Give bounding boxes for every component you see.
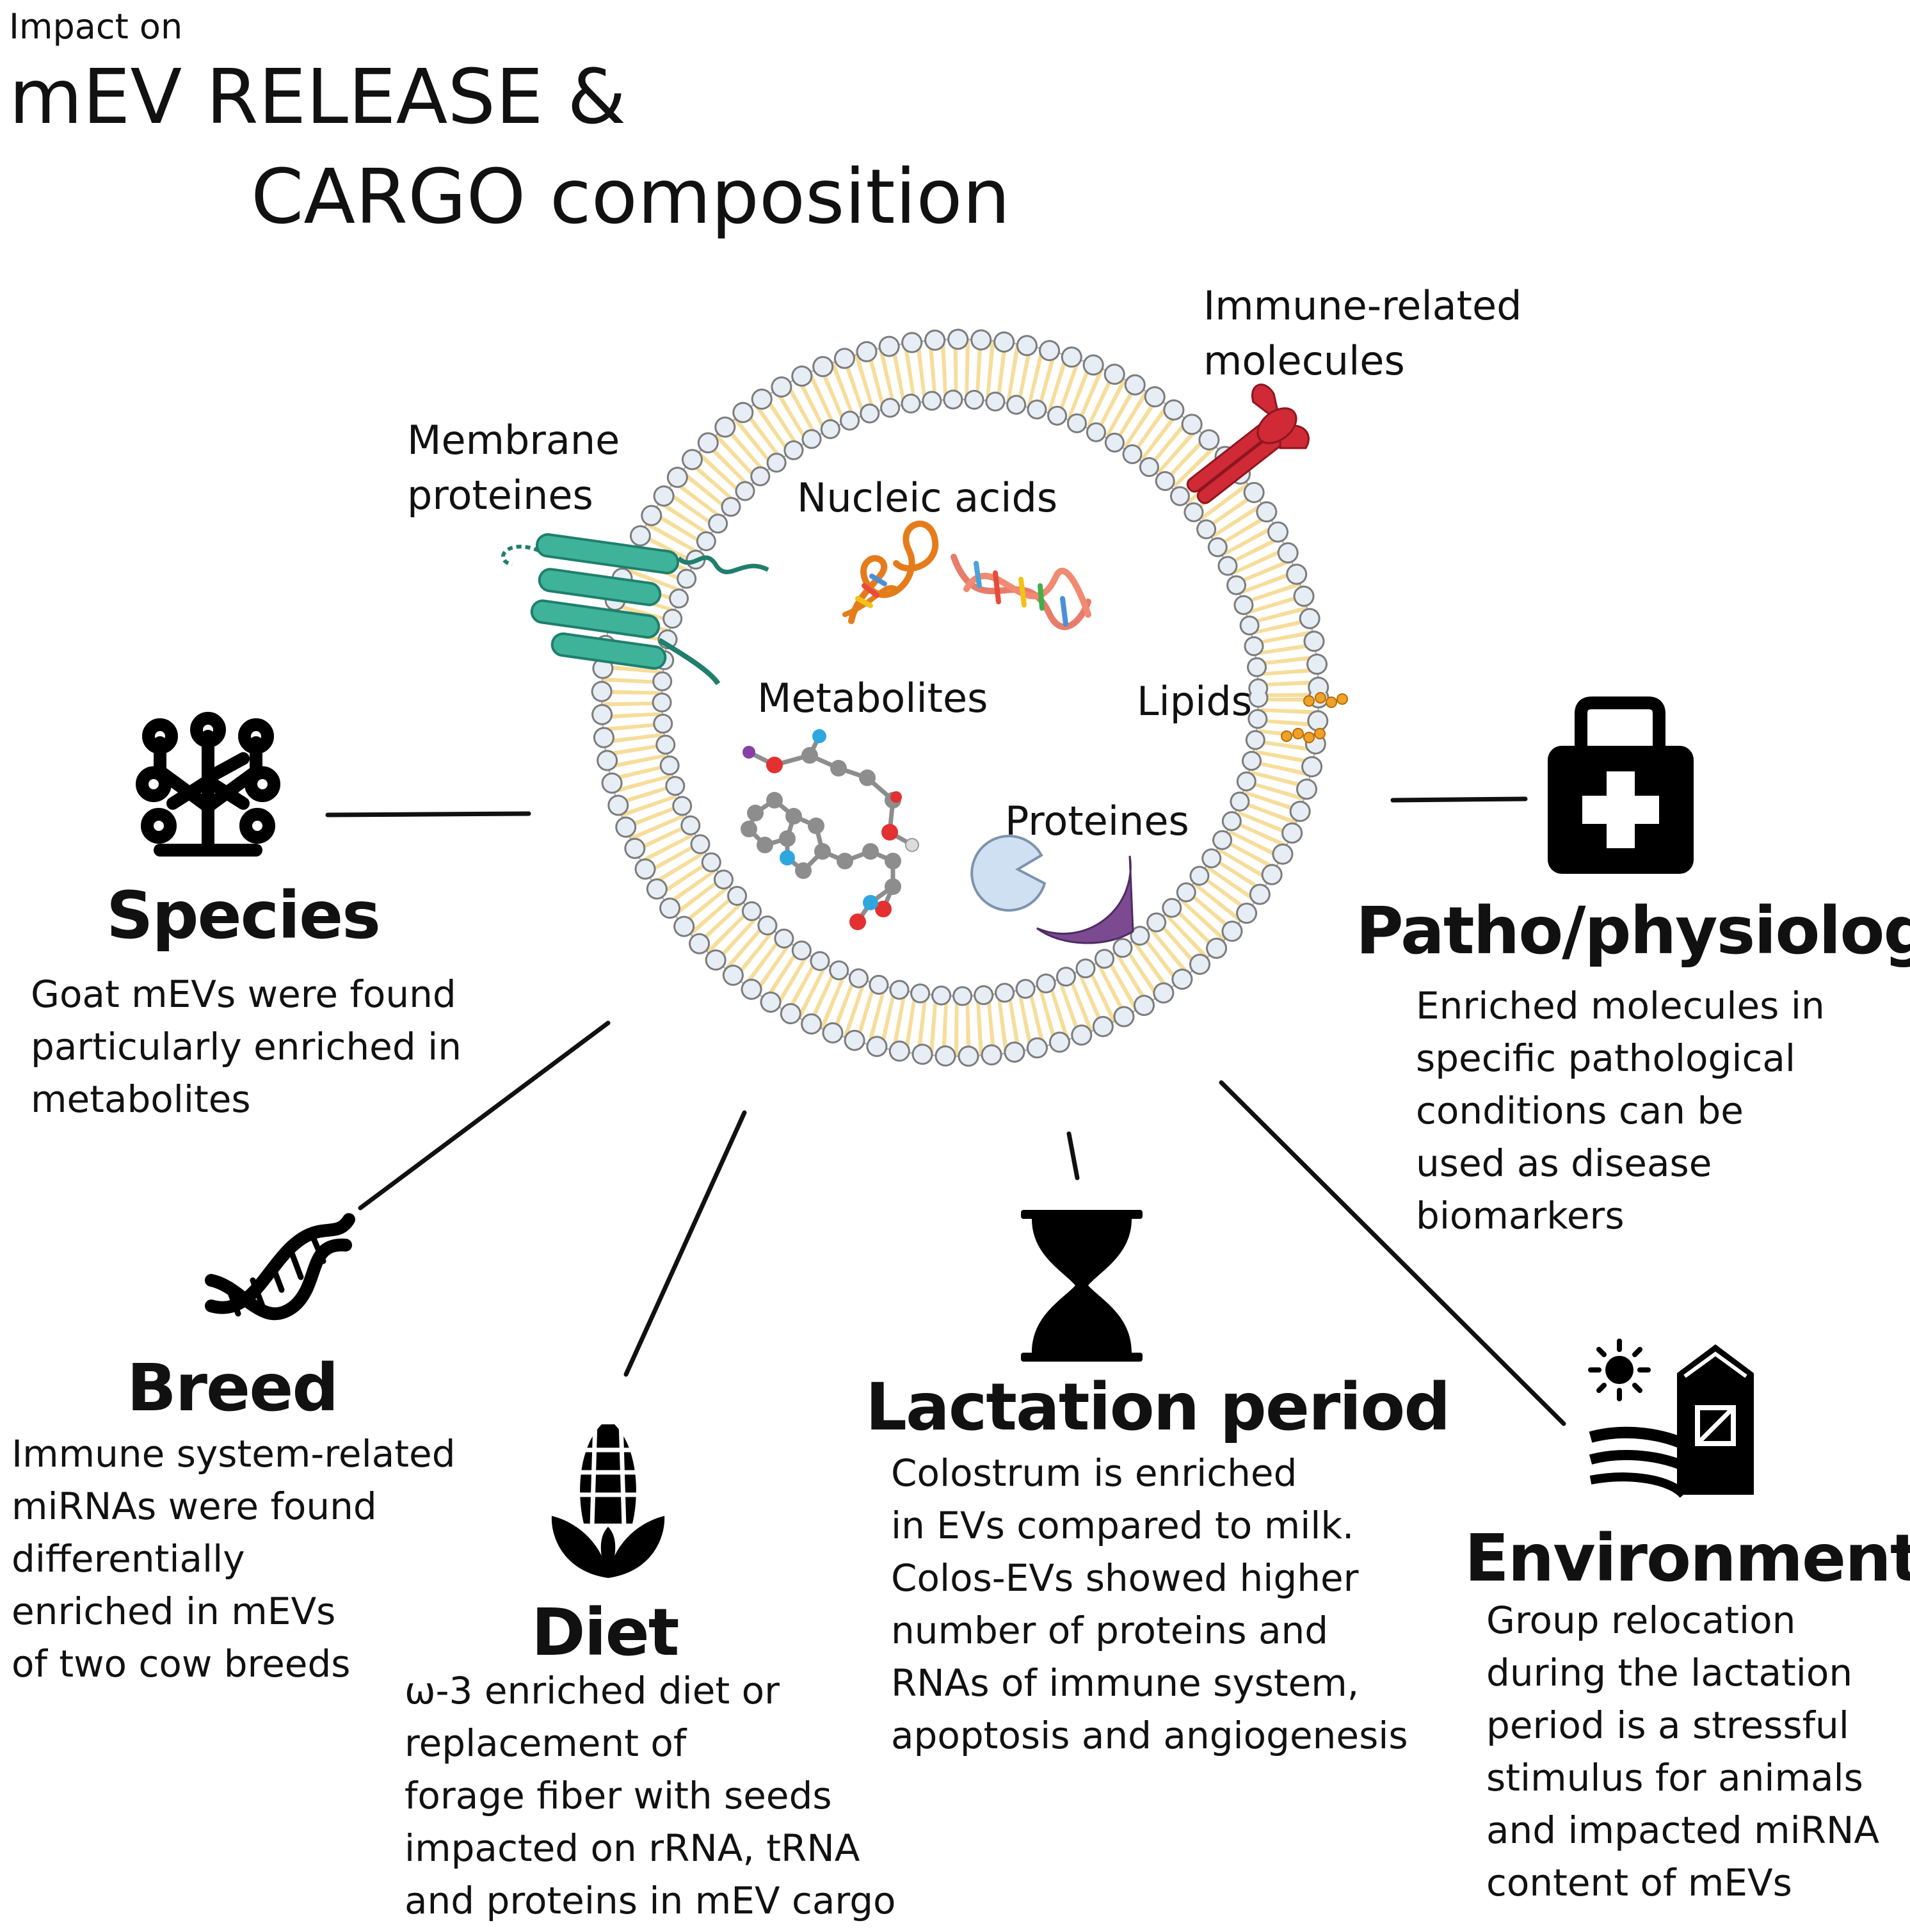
lactation-line: Colos-EVs showed higher bbox=[891, 1556, 1359, 1600]
protein-icons bbox=[970, 835, 1134, 944]
environment-description: Group relocation during the lactation pe… bbox=[1486, 1594, 1879, 1909]
lactation-line: number of proteins and bbox=[891, 1609, 1329, 1652]
patho-line: Enriched molecules in bbox=[1416, 984, 1825, 1027]
label-nucleic-acids: Nucleic acids bbox=[797, 474, 1058, 521]
breed-line: of two cow breeds bbox=[12, 1642, 351, 1686]
breed-line: differentially bbox=[12, 1537, 245, 1581]
environment-line: stimulus for animals bbox=[1486, 1756, 1863, 1799]
connector-patho bbox=[1390, 796, 1528, 803]
lipid-tails bbox=[602, 340, 1318, 1056]
connector-breed bbox=[358, 1020, 611, 1211]
connector-diet bbox=[623, 1110, 747, 1377]
dna-icon bbox=[205, 1213, 355, 1321]
diet-description: ω-3 enriched diet or replacement of fora… bbox=[405, 1664, 896, 1927]
connector-lactation bbox=[1066, 1131, 1080, 1180]
patho-title: Patho/physiology bbox=[1356, 893, 1910, 969]
connector-environment bbox=[1219, 1080, 1566, 1426]
species-line: metabolites bbox=[31, 1077, 251, 1121]
label-immune-line-1: Immune-related bbox=[1203, 282, 1522, 329]
label-proteines: Proteines bbox=[1005, 798, 1189, 844]
species-title: Species bbox=[106, 878, 381, 954]
environment-title: Environment bbox=[1465, 1520, 1910, 1597]
species-line: Goat mEVs were found bbox=[31, 972, 456, 1016]
diet-line: forage fiber with seeds bbox=[405, 1774, 832, 1817]
species-line: particularly enriched in bbox=[31, 1025, 461, 1068]
membrane-protein-icon bbox=[501, 533, 769, 686]
species-description: Goat mEVs were found particularly enrich… bbox=[31, 968, 461, 1125]
environment-line: during the lactation bbox=[1486, 1651, 1853, 1695]
environment-line: content of mEVs bbox=[1486, 1861, 1792, 1904]
hourglass-icon bbox=[1021, 1210, 1143, 1362]
breed-line: enriched in mEVs bbox=[12, 1590, 336, 1633]
patho-description: Enriched molecules in specific pathologi… bbox=[1416, 979, 1825, 1242]
patho-line: conditions can be bbox=[1416, 1089, 1744, 1132]
nucleic-acid-icons bbox=[842, 520, 1091, 631]
inner-heads bbox=[654, 391, 1267, 1004]
environment-line: period is a stressful bbox=[1486, 1703, 1849, 1747]
diet-line: replacement of bbox=[405, 1721, 687, 1765]
lactation-line: apoptosis and angiogenesis bbox=[891, 1714, 1408, 1757]
label-membrane-proteines: Membrane proteines bbox=[407, 413, 620, 523]
subtitle-impact-on: Impact on bbox=[9, 6, 183, 47]
title-line-1: mEV RELEASE & bbox=[9, 52, 627, 141]
vesicle bbox=[591, 328, 1329, 1067]
breed-line: Immune system-related bbox=[12, 1432, 456, 1476]
diet-line: ω-3 enriched diet or bbox=[405, 1669, 780, 1712]
environment-line: and impacted miRNA bbox=[1486, 1808, 1880, 1852]
title-line-2: CARGO composition bbox=[251, 152, 1011, 241]
patho-line: specific pathological bbox=[1416, 1036, 1795, 1080]
breed-title: Breed bbox=[127, 1350, 339, 1426]
connector-species bbox=[325, 811, 531, 817]
corn-icon bbox=[551, 1421, 665, 1578]
label-immune-related: Immune-related molecules bbox=[1203, 278, 1521, 389]
diet-line: impacted on rRNA, tRNA bbox=[405, 1826, 860, 1870]
immune-receptor-icon bbox=[1186, 383, 1310, 504]
lactation-line: in EVs compared to milk. bbox=[891, 1504, 1354, 1547]
lactation-line: RNAs of immune system, bbox=[891, 1661, 1360, 1705]
lactation-description: Colostrum is enriched in EVs compared to… bbox=[891, 1447, 1408, 1762]
label-membrane-line-1: Membrane bbox=[407, 417, 620, 463]
lactation-title: Lactation period bbox=[865, 1369, 1450, 1445]
patho-line: biomarkers bbox=[1416, 1194, 1625, 1237]
diet-line: and proteins in mEV cargo bbox=[405, 1879, 896, 1922]
lipid-molecule-icon bbox=[1281, 692, 1348, 743]
label-immune-line-2: molecules bbox=[1203, 337, 1405, 384]
label-membrane-line-2: proteines bbox=[407, 472, 593, 519]
environment-line: Group relocation bbox=[1486, 1598, 1796, 1642]
patho-line: used as disease bbox=[1416, 1141, 1712, 1185]
breed-description: Immune system-related miRNAs were found … bbox=[12, 1428, 456, 1690]
medical-kit-icon bbox=[1548, 696, 1694, 874]
diet-title: Diet bbox=[531, 1595, 680, 1671]
tree-network-icon bbox=[136, 712, 280, 857]
metabolite-molecule-icon bbox=[741, 729, 919, 930]
label-lipids: Lipids bbox=[1137, 678, 1253, 725]
connector-lines bbox=[325, 796, 1566, 1426]
lactation-line: Colostrum is enriched bbox=[891, 1451, 1297, 1495]
breed-line: miRNAs were found bbox=[12, 1485, 377, 1528]
label-metabolites: Metabolites bbox=[757, 675, 988, 721]
farm-sun-icon bbox=[1588, 1339, 1754, 1498]
